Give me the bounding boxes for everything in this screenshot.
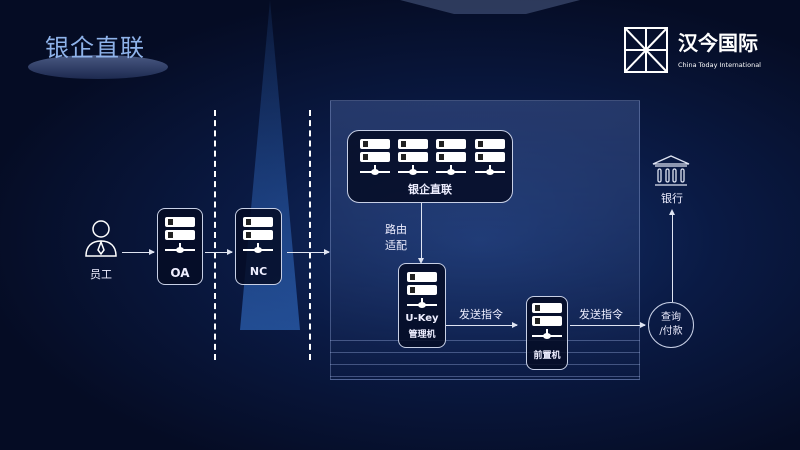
- front-label: 前置机: [533, 351, 561, 361]
- ukey-node[interactable]: U-Key 管理机: [398, 263, 446, 348]
- arrow: [421, 203, 422, 261]
- grid-line: [330, 364, 640, 365]
- server-icon: [165, 217, 195, 253]
- front-node[interactable]: 前置机: [526, 296, 568, 370]
- query-pay-node[interactable]: 查询 /付款: [648, 302, 694, 348]
- arrow: [672, 214, 673, 302]
- ukey-label-1: U-Key: [405, 313, 439, 324]
- divider: [309, 110, 311, 360]
- arrow-head: [418, 258, 424, 264]
- arrow-head: [669, 209, 675, 215]
- server-icon: [532, 303, 562, 339]
- arrow: [570, 322, 646, 328]
- logo-name: 汉今国际: [678, 31, 758, 55]
- grid-line: [330, 352, 640, 353]
- arrow: [287, 249, 330, 255]
- send-label: 发送指令: [459, 308, 503, 321]
- cluster-label: 银企直联: [408, 183, 452, 196]
- server-icon: [436, 139, 466, 175]
- ukey-label-2: 管理机: [408, 330, 436, 340]
- oa-node[interactable]: OA: [157, 208, 203, 285]
- employee-label: 员工: [90, 268, 112, 281]
- logo-subtitle: China Today International: [678, 61, 761, 69]
- server-icon: [243, 217, 273, 253]
- person-icon: [85, 220, 117, 257]
- server-icon: [360, 139, 390, 175]
- nc-label: NC: [249, 265, 268, 278]
- bank-label: 银行: [661, 192, 683, 205]
- nc-node[interactable]: NC: [235, 208, 282, 285]
- arrow: [446, 322, 518, 328]
- title-platform: [28, 55, 168, 79]
- route-label: 路由 适配: [385, 223, 407, 252]
- arrow: [205, 249, 233, 255]
- decor-top: [400, 0, 580, 14]
- arrow: [122, 249, 155, 255]
- grid-line: [330, 376, 640, 377]
- server-icon: [398, 139, 428, 175]
- cluster-node[interactable]: 银企直联: [347, 130, 513, 203]
- send-label: 发送指令: [579, 308, 623, 321]
- divider: [214, 110, 216, 360]
- page-title: 银企直联: [45, 34, 145, 62]
- query-pay-label: 查询 /付款: [659, 312, 683, 337]
- logo-icon: [624, 27, 668, 73]
- bank-icon: [652, 155, 690, 186]
- grid-line: [330, 340, 640, 341]
- server-icon: [475, 139, 505, 175]
- server-icon: [407, 272, 437, 308]
- oa-label: OA: [170, 266, 190, 280]
